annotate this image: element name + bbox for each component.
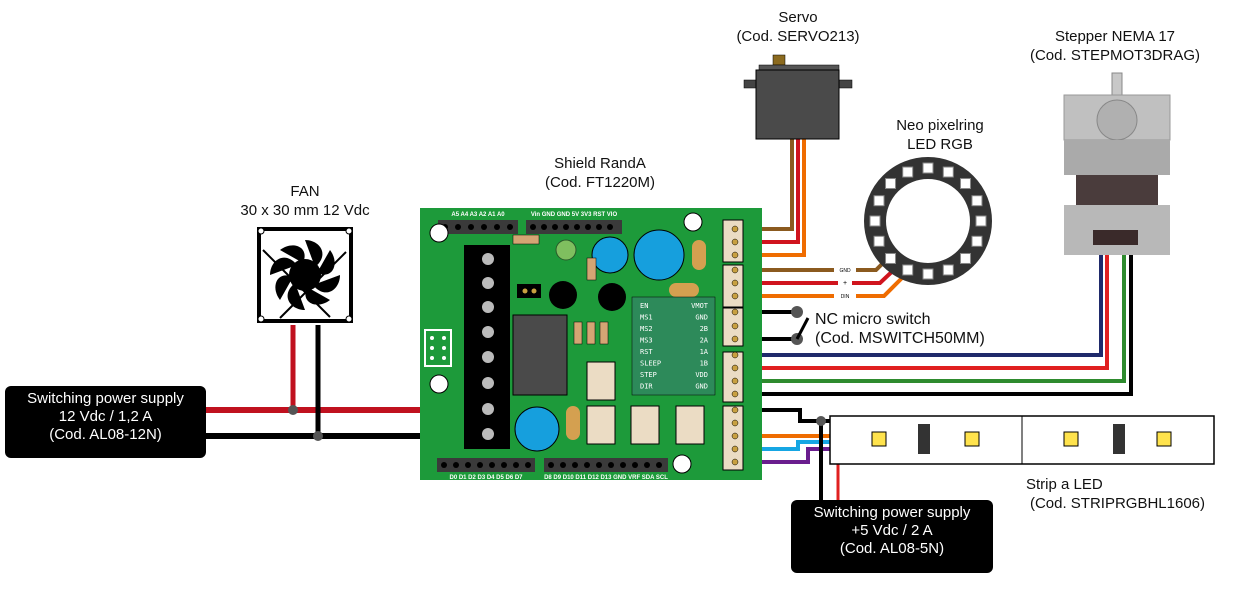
psu-5v-box: Switching power supply +5 Vdc / 2 A (Cod…: [791, 500, 993, 573]
servo-name: Servo: [778, 9, 818, 26]
top-header-right-label: Vin GND GND 5V 3V3 RST VIO: [531, 212, 618, 218]
driver-pin-label: EN: [640, 302, 648, 310]
strip-name: Strip a LED: [1026, 476, 1103, 493]
psu12-line2: 12 Vdc / 1,2 A: [58, 408, 153, 425]
icsp-header: [424, 329, 452, 367]
bottom-header-left-label: D0 D1 D2 D3 D4 D5 D6 D7: [449, 475, 523, 481]
stepper-motor-icon: [1063, 72, 1171, 255]
ring-led: [971, 235, 983, 247]
switch-lever: [795, 317, 810, 340]
ring-led: [902, 264, 914, 276]
driver-pin-label: MS2: [640, 325, 653, 333]
shield-code: (Cod. FT1220M): [544, 174, 656, 191]
ring-led: [873, 195, 885, 207]
switch-label: NC micro switch (Cod. MSWITCH50MM): [815, 310, 985, 348]
ring-led: [869, 215, 881, 227]
driver-pin-label: STEP: [640, 371, 657, 379]
driver-pin-label: DIR: [640, 383, 653, 391]
wire-ring-din: [742, 276, 904, 298]
servo-code: (Cod. SERVO213): [736, 28, 860, 45]
wire-motor-1b: [742, 245, 1133, 396]
shield-label: Shield RandA (Cod. FT1220M): [520, 154, 680, 192]
shield-board: A5 A4 A3 A2 A1 A0 Vin GND GND 5V 3V3 RST…: [420, 208, 762, 481]
psu12-line3: (Cod. AL08-12N): [49, 426, 162, 443]
driver-pin-label: SLEEP: [640, 360, 661, 368]
ring-led: [922, 268, 934, 280]
wire-ring-gnd: [742, 254, 892, 272]
relay: [512, 314, 568, 396]
junction-dot: [816, 416, 826, 426]
strip-code: (Cod. STRIPRGBHL1606): [1029, 495, 1206, 512]
ring-led: [942, 166, 954, 178]
psu5-line1: Switching power supply: [813, 504, 971, 521]
ring-led: [885, 178, 897, 190]
ring-led: [959, 178, 971, 190]
fan-spec: 30 x 30 mm 12 Vdc: [240, 202, 370, 219]
psu-12v-box: Switching power supply 12 Vdc / 1,2 A (C…: [5, 386, 206, 458]
wire-motor-2a: [742, 245, 1109, 370]
ring-led: [902, 166, 914, 178]
neopixel-ring-icon: [864, 157, 992, 285]
fan-name: FAN: [290, 183, 320, 200]
stepper-name: Stepper NEMA 17: [1054, 28, 1176, 45]
fan-icon: [257, 227, 353, 323]
servo-icon: [743, 54, 853, 140]
stepper-label: Stepper NEMA 17 (Cod. STEPMOT3DRAG): [1010, 27, 1220, 65]
terminal-block: [464, 245, 510, 449]
driver-pin-label: 2A: [700, 337, 709, 345]
switch-code: (Cod. MSWITCH50MM): [815, 330, 985, 347]
strip-label: Strip a LED (Cod. STRIPRGBHL1606): [1010, 475, 1225, 513]
ring-led: [942, 264, 954, 276]
driver-pin-label: GND: [695, 383, 708, 391]
driver-pin-label: MS1: [640, 314, 653, 322]
driver-pin-label: VMOT: [691, 302, 709, 310]
ring-led: [885, 252, 897, 264]
bottom-header-right-label: D8 D9 D10 D11 D12 D13 GND VRF SDA SCL: [544, 475, 668, 481]
fan-label: FAN 30 x 30 mm 12 Vdc: [220, 182, 390, 220]
switch-name: NC micro switch: [815, 311, 931, 328]
psu5-line3: (Cod. AL08-5N): [839, 540, 945, 557]
stepper-code: (Cod. STEPMOT3DRAG): [1029, 47, 1201, 64]
driver-pin-label: VDD: [695, 371, 708, 379]
ring-led: [873, 235, 885, 247]
ring-led: [975, 215, 987, 227]
ring-pin-din: DIN: [841, 294, 850, 300]
neopixel-subtitle: LED RGB: [907, 136, 973, 153]
ring-pin-plus: +: [843, 280, 847, 287]
wire-strip-li: [742, 447, 840, 464]
ring-pin-gnd: GND: [839, 268, 851, 274]
psu5-line2: +5 Vdc / 2 A: [851, 522, 933, 539]
wire-servo-signal: [742, 135, 806, 257]
servo-label: Servo (Cod. SERVO213): [723, 8, 873, 46]
led-strip-icon: [829, 415, 1215, 465]
driver-pin-label: RST: [640, 348, 653, 356]
driver-pin-label: 1B: [700, 360, 708, 368]
neopixel-name: Neo pixelring: [896, 117, 984, 134]
stepper-driver-module: [631, 296, 716, 396]
driver-pin-label: GND: [695, 314, 708, 322]
driver-pin-label: MS3: [640, 337, 653, 345]
top-header-left-label: A5 A4 A3 A2 A1 A0: [451, 212, 505, 218]
shield-name: Shield RandA: [554, 155, 646, 172]
neopixel-label: Neo pixelring LED RGB: [880, 116, 1000, 154]
driver-pin-label: 1A: [700, 348, 709, 356]
driver-pin-label: 2B: [700, 325, 708, 333]
psu12-line1: Switching power supply: [27, 390, 184, 407]
ring-led: [922, 162, 934, 174]
wire-motor-1a: [742, 245, 1126, 383]
switch-contact: [791, 306, 803, 318]
ring-led: [959, 252, 971, 264]
junction-dot: [313, 431, 323, 441]
wire-motor-2b: [742, 245, 1103, 357]
ring-led: [971, 195, 983, 207]
junction-dot: [288, 405, 298, 415]
